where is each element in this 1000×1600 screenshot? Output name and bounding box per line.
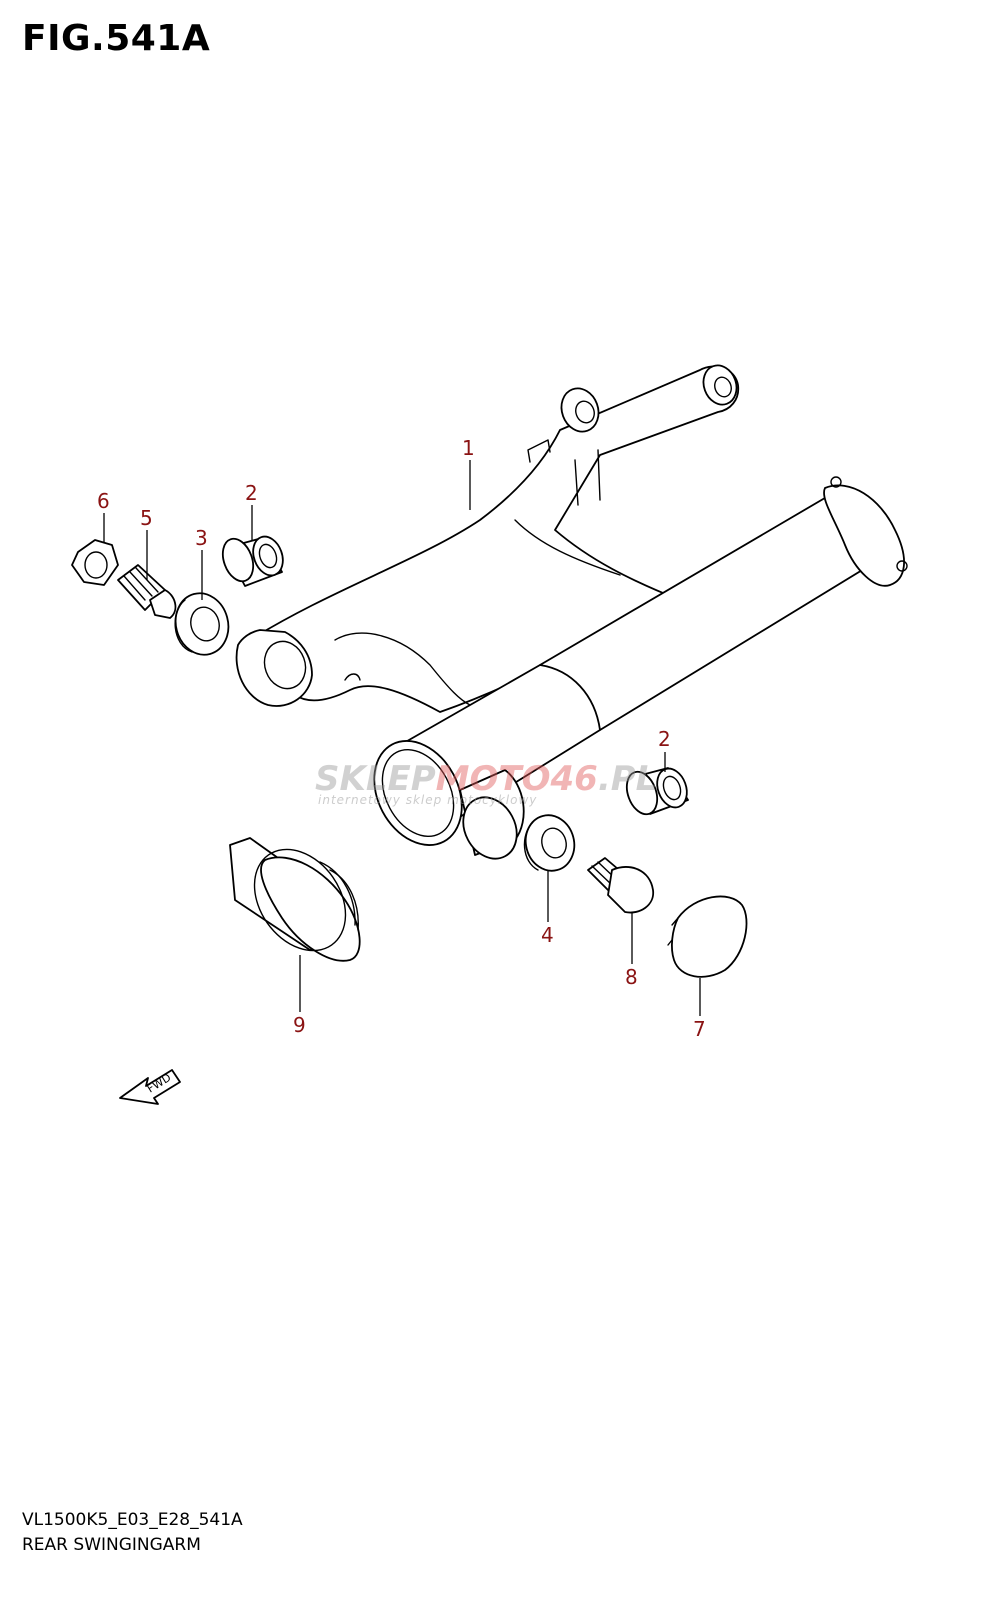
watermark: SKLEPMOTO46.PL internetowy sklep motocyk… [315,759,657,807]
needle-bearing-upper [221,535,284,587]
pivot-shaft [587,857,654,914]
callout-2a: 2 [245,481,258,505]
svg-text:SKLEPMOTO46.PL: SKLEPMOTO46.PL [315,759,657,799]
callout-5: 5 [140,506,153,530]
pivot-bolt [117,564,177,619]
callout-6: 6 [97,489,110,513]
bearing [174,592,230,656]
figure-footer: VL1500K5_E03_E28_541A REAR SWINGINGARM [22,1508,243,1557]
nut [71,539,119,586]
callout-9: 9 [293,1013,306,1037]
callout-2b: 2 [658,727,671,751]
model-code: VL1500K5_E03_E28_541A [22,1510,243,1530]
callout-4: 4 [541,923,554,947]
figure-title: FIG.541A [22,18,211,59]
cap [667,895,748,978]
callout-1: 1 [462,436,475,460]
callout-7: 7 [693,1017,706,1041]
watermark-brand-4: .PL [598,759,658,799]
callout-3: 3 [195,526,208,550]
watermark-tagline: internetowy sklep motocyklowy [318,793,537,807]
needle-bearing-lower [625,767,689,816]
oil-seal [523,814,576,872]
forward-arrow-icon: FWD [119,1069,181,1105]
watermark-brand-1: SKLEP [315,759,436,799]
callout-8: 8 [625,965,638,989]
drive-shaft-tube [373,476,908,860]
figure-caption: REAR SWINGINGARM [22,1534,201,1555]
boot [229,837,361,962]
watermark-brand-2: MOTO [436,759,551,799]
watermark-brand-3: 46 [550,759,598,799]
